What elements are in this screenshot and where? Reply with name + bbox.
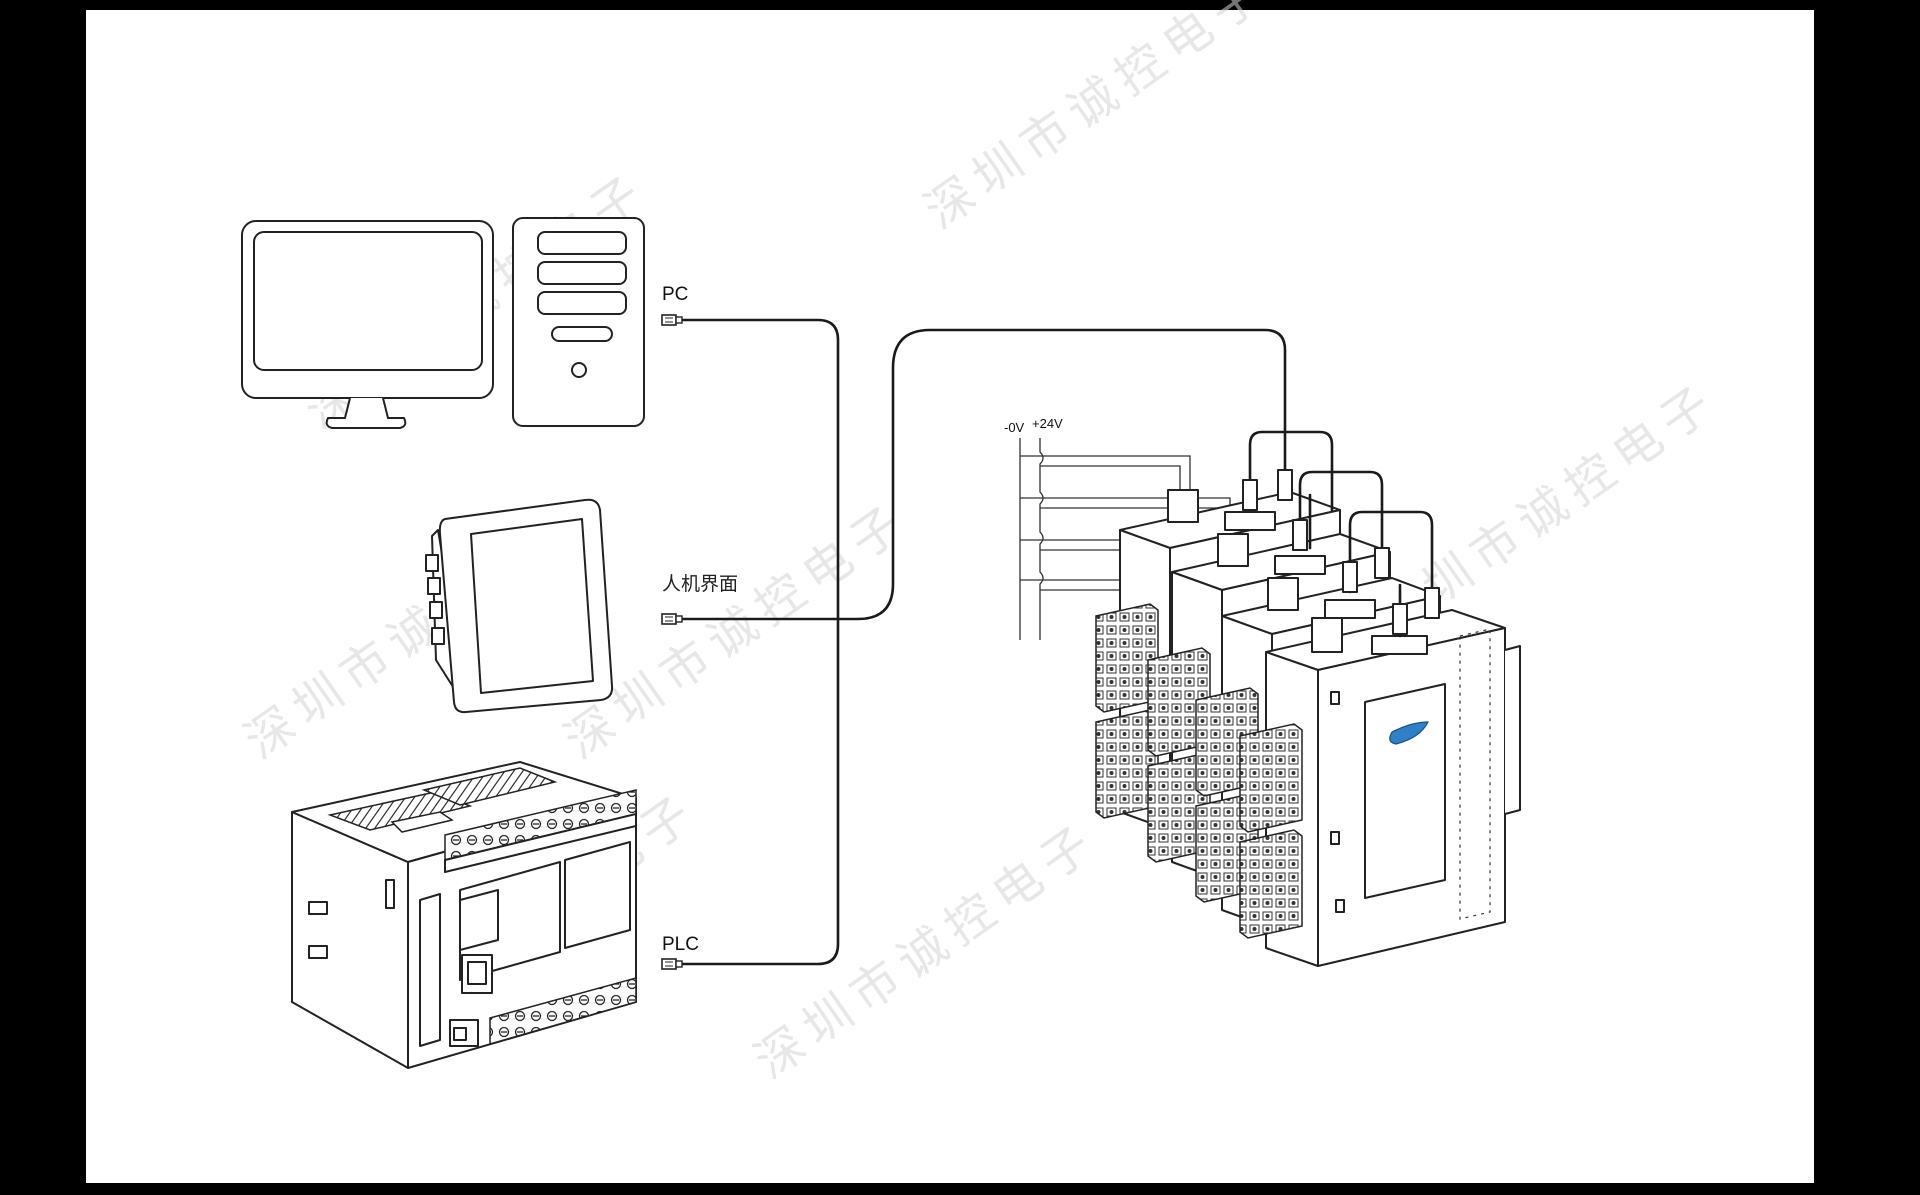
rj45-connector-icon [661, 314, 683, 326]
io-module-4 [1239, 609, 1521, 967]
plc-label: PLC [662, 934, 699, 955]
io-module-stack-icon [1095, 430, 1521, 967]
plc-unit-icon [291, 761, 637, 1069]
rj45-connector-icon [661, 958, 683, 970]
hmi-panel-icon [425, 498, 614, 714]
monitor-icon [241, 220, 494, 429]
pos-voltage-label: +24V [1032, 416, 1063, 431]
hmi-label: 人机界面 [662, 573, 738, 595]
neg-voltage-label: -0V [1004, 420, 1025, 435]
brand-logo-icon [1389, 721, 1429, 745]
pc-tower-icon [512, 217, 645, 427]
rj45-connector-icon [661, 613, 683, 625]
pc-label: PC [662, 284, 688, 305]
communication-bus [678, 318, 1287, 966]
